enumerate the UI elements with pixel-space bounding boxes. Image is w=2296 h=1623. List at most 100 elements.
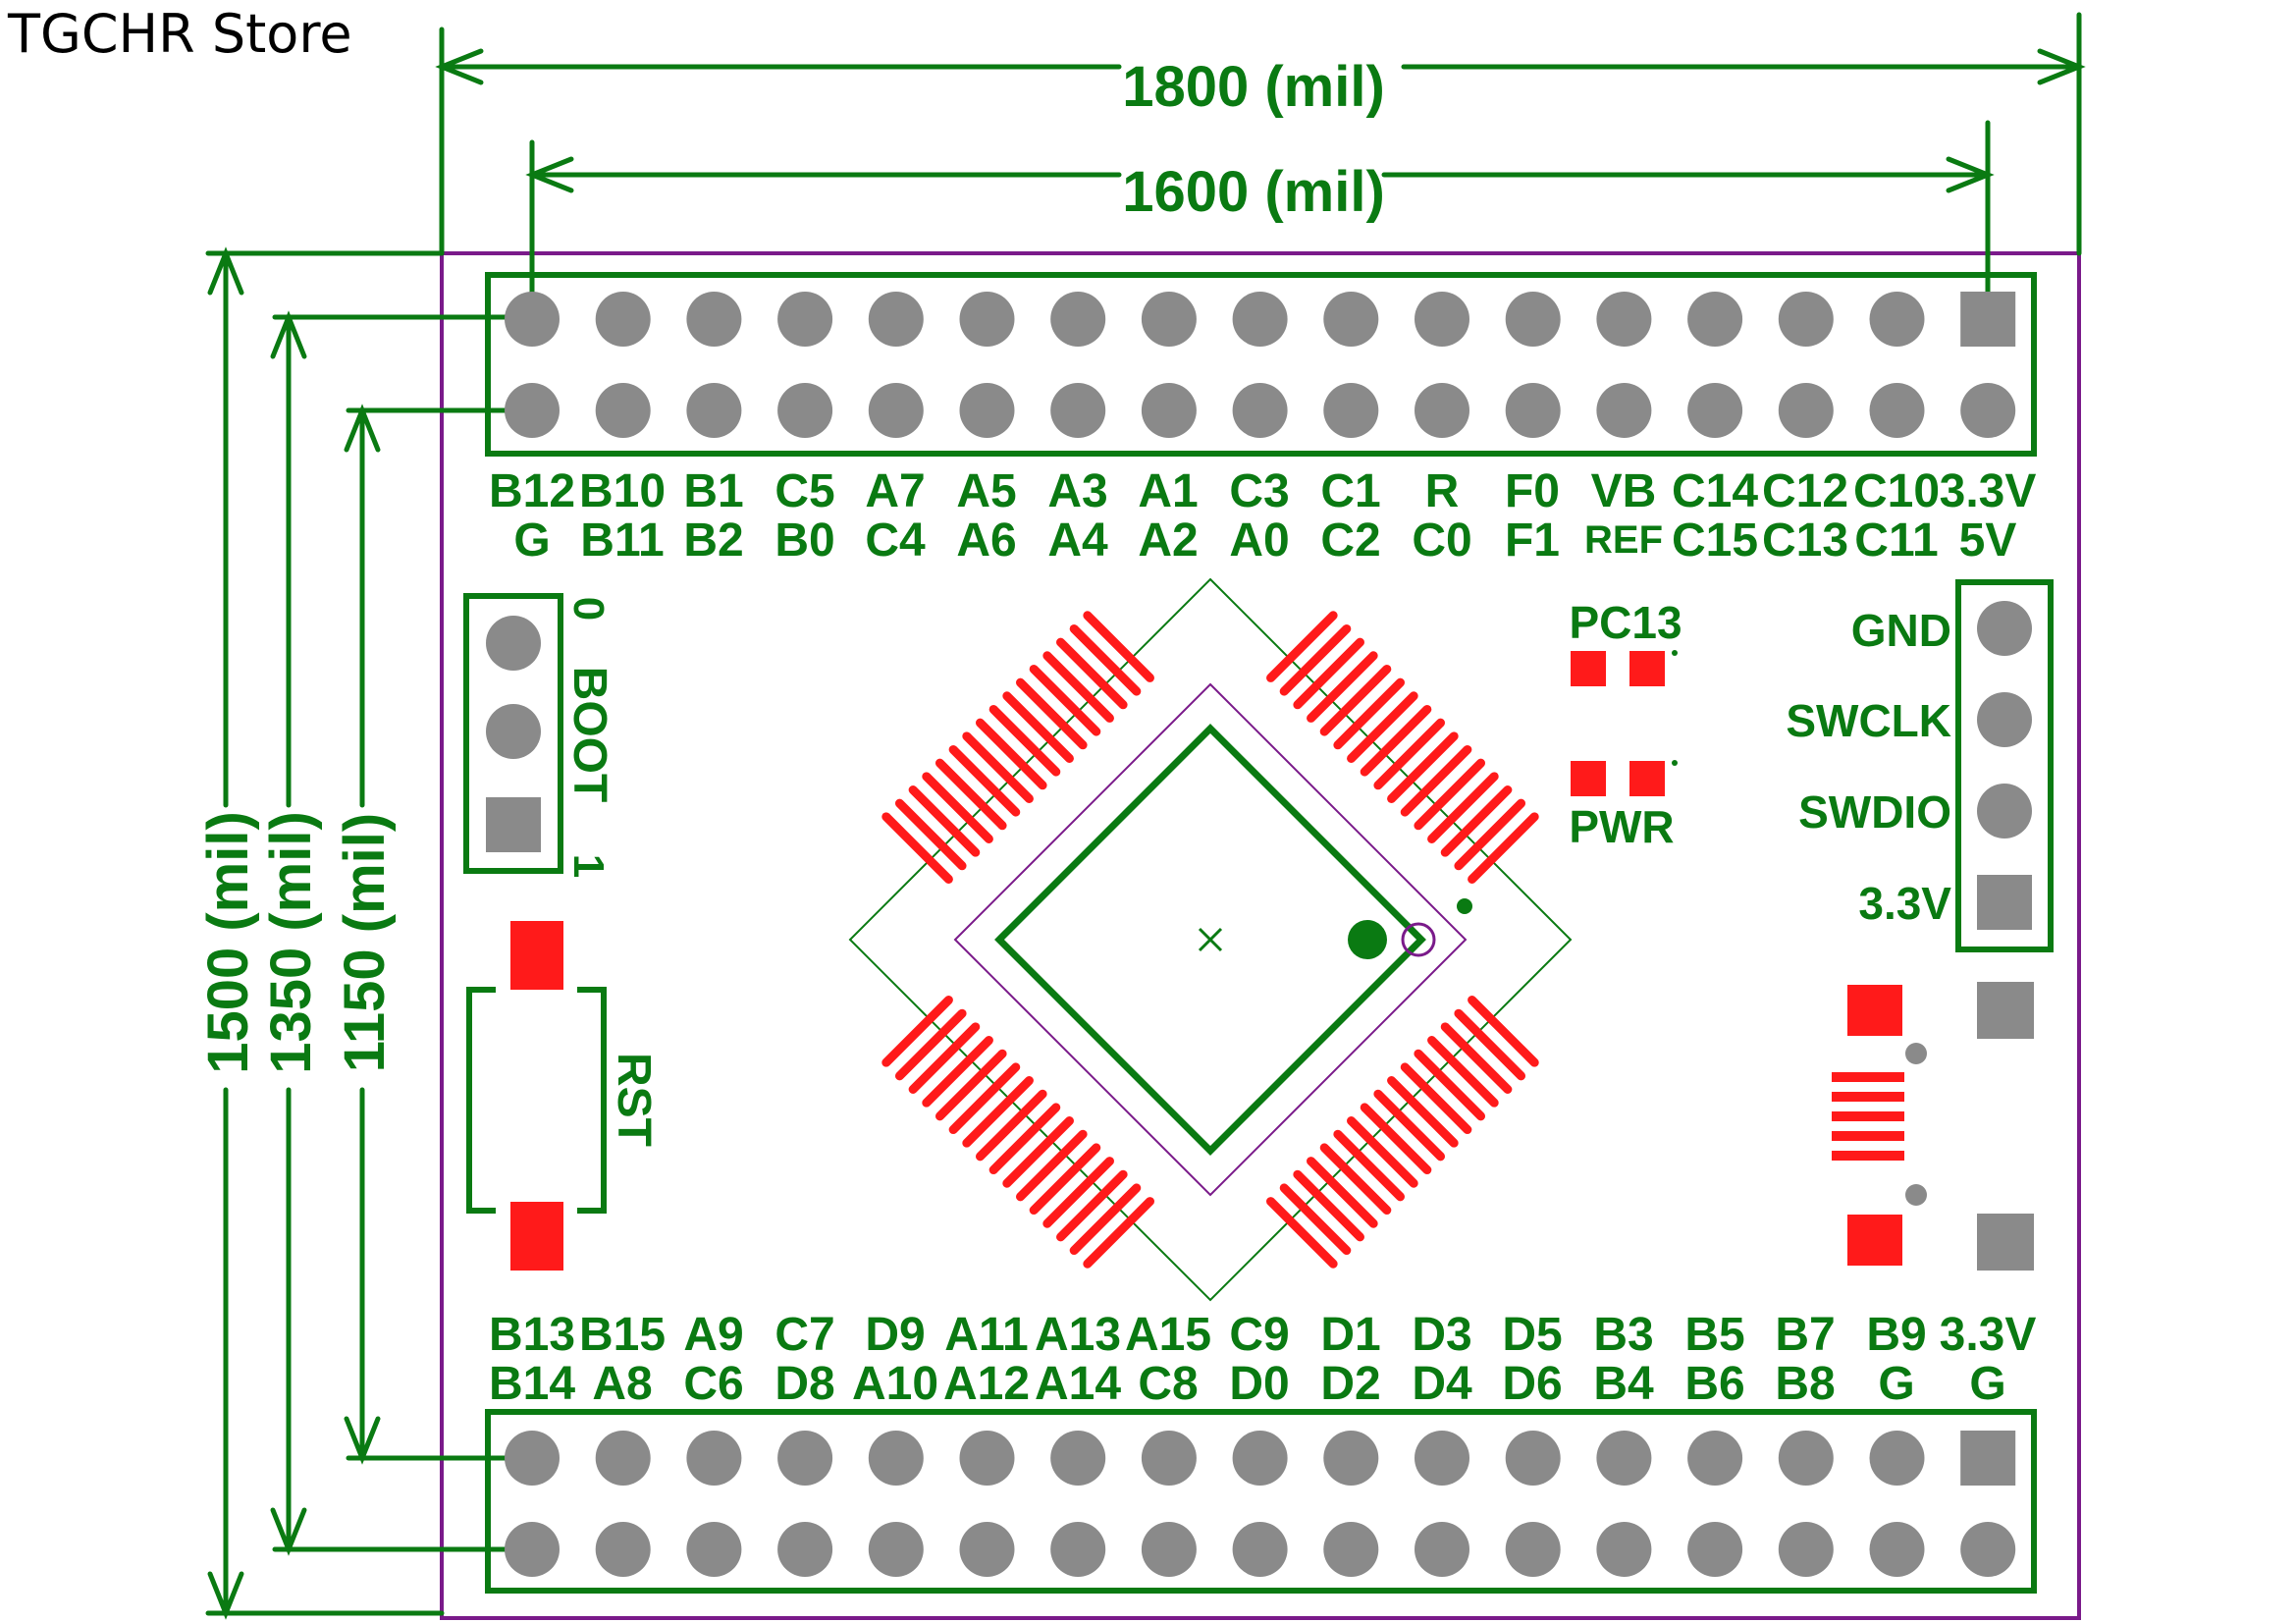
bottom-header-pad-1-9	[1232, 1431, 1288, 1486]
top-header-pad-2-6	[959, 383, 1015, 438]
top-header-pad-1-3	[686, 292, 742, 347]
mcu-pin-52	[922, 772, 993, 843]
top-label-1-1: B12	[489, 465, 575, 517]
top-header-pad-1-15	[1778, 292, 1834, 347]
mcu-pin-49	[881, 812, 953, 884]
bottom-header-pad-1-12	[1505, 1431, 1561, 1486]
swd-label-swdio: SWDIO	[1798, 786, 1951, 838]
mcu-pin-34	[1069, 1183, 1142, 1256]
led-pwr-pad-a	[1571, 761, 1606, 796]
mcu-pin-43	[948, 1062, 1021, 1135]
top-label-2-9: A0	[1229, 514, 1289, 567]
led-pc13-pad-b	[1629, 651, 1665, 686]
bottom-label-1-11: D3	[1412, 1309, 1471, 1361]
top-label-1-4: C5	[774, 465, 834, 517]
swd-pad-3v3	[1977, 875, 2032, 930]
top-label-1-5: A7	[865, 465, 925, 517]
mcu-pin-1	[1266, 611, 1338, 682]
bottom-header-pad-1-10	[1323, 1431, 1379, 1486]
mcu-pin-50	[894, 798, 967, 871]
mcu-pin-23	[1387, 1076, 1459, 1148]
mcu-pin1-ring	[1401, 922, 1436, 957]
bottom-header-pad-2-16	[1869, 1522, 1925, 1577]
top-header-pad-1-16	[1869, 292, 1925, 347]
bottom-label-1-8: A15	[1125, 1309, 1211, 1361]
bottom-label-2-16: G	[1878, 1358, 1914, 1410]
bottom-header-pad-1-11	[1415, 1431, 1469, 1486]
mcu-pin-10	[1387, 731, 1459, 803]
mcu-pin-11	[1400, 744, 1472, 817]
bottom-header-pad-1-1	[505, 1431, 560, 1486]
mcu-pin-44	[934, 1049, 1007, 1121]
led-pwr-label: PWR	[1569, 801, 1674, 852]
bottom-label-1-16: B9	[1866, 1309, 1926, 1361]
bottom-header-pads	[505, 1431, 2016, 1577]
mcu-pin-29	[1307, 1157, 1378, 1228]
bottom-label-1-15: B7	[1775, 1309, 1835, 1361]
mcu-pin-48	[881, 996, 953, 1067]
bottom-label-1-14: B5	[1684, 1309, 1744, 1361]
bottom-label-1-17: 3.3V	[1940, 1309, 2037, 1361]
top-header-pad-1-4	[777, 292, 833, 347]
mcu-pin-19	[1440, 1022, 1513, 1094]
top-header-pad-1-14	[1687, 292, 1743, 347]
top-label-1-10: C1	[1320, 465, 1380, 517]
top-header-pad-2-4	[777, 383, 833, 438]
mcu-pin-14	[1440, 785, 1513, 857]
top-label-2-5: C4	[865, 514, 926, 567]
mcu-pin-63	[1069, 623, 1142, 696]
top-header-pad-2-12	[1505, 383, 1561, 438]
mcu-pin-42	[962, 1076, 1034, 1148]
dimension-height-mid: 1350 (mil)	[259, 811, 323, 1074]
top-header-pad-1-1	[505, 292, 560, 347]
top-label-2-13: REF	[1584, 518, 1663, 562]
top-header-pad-1-13	[1596, 292, 1652, 347]
mcu-pin1-dot	[1348, 920, 1387, 959]
bottom-label-1-4: C7	[774, 1309, 834, 1361]
swd-header: GND SWCLK SWDIO 3.3V	[1786, 579, 2054, 952]
mcu-pin-47	[894, 1008, 967, 1081]
top-header-pad-2-16	[1869, 383, 1925, 438]
mcu-pin-18	[1454, 1008, 1526, 1081]
usb-mount-pad-top	[1977, 982, 2034, 1039]
bottom-label-2-17: G	[1969, 1358, 2005, 1410]
bottom-header-pad-1-6	[959, 1431, 1015, 1486]
top-label-2-11: C0	[1412, 514, 1471, 567]
mcu-pin-25	[1360, 1103, 1432, 1175]
top-label-1-7: A3	[1047, 465, 1107, 517]
mcu-pin-5	[1319, 664, 1392, 736]
bottom-label-1-12: D5	[1502, 1309, 1562, 1361]
top-header-pad-2-8	[1141, 383, 1197, 438]
top-header-pad-2-3	[686, 383, 742, 438]
top-header-pad-1-7	[1050, 292, 1106, 347]
boot-jumper: BOOT 0 1	[463, 593, 615, 878]
mcu-pin-15	[1454, 798, 1526, 871]
boot-pin-0-label: 0	[564, 597, 613, 621]
dimension-width-inner: 1600 (mil)	[1122, 160, 1385, 224]
mcu-pin-7	[1347, 691, 1418, 763]
swd-pad-gnd	[1977, 601, 2032, 656]
mcu-pin-12	[1414, 758, 1486, 831]
bottom-label-2-13: B4	[1593, 1358, 1654, 1410]
bottom-label-2-4: D8	[774, 1358, 834, 1410]
top-label-2-17: 5V	[1959, 514, 2017, 567]
usb-connector	[1832, 982, 2034, 1271]
bottom-label-2-14: B6	[1684, 1358, 1744, 1410]
bottom-label-2-5: A10	[852, 1358, 938, 1410]
bottom-label-1-3: A9	[683, 1309, 743, 1361]
top-header-pad-1-12	[1505, 292, 1561, 347]
mcu-pin-26	[1347, 1116, 1418, 1188]
top-label-1-3: B1	[683, 465, 743, 517]
top-label-1-11: R	[1425, 465, 1460, 517]
bottom-header-pad-1-16	[1869, 1431, 1925, 1486]
dimension-height-inner: 1150 (mil)	[333, 813, 397, 1072]
bottom-header-pad-2-8	[1141, 1522, 1197, 1577]
top-header-pads	[505, 292, 2016, 438]
bottom-header-pad-2-3	[686, 1522, 742, 1577]
mcu-pin-60	[1029, 664, 1101, 736]
bottom-header-pad-1-13	[1596, 1431, 1652, 1486]
top-label-2-10: C2	[1320, 514, 1380, 567]
boot-pad-mid	[486, 704, 541, 759]
boot-pin-1-label: 1	[564, 854, 613, 878]
mcu-pin-41	[975, 1089, 1047, 1162]
